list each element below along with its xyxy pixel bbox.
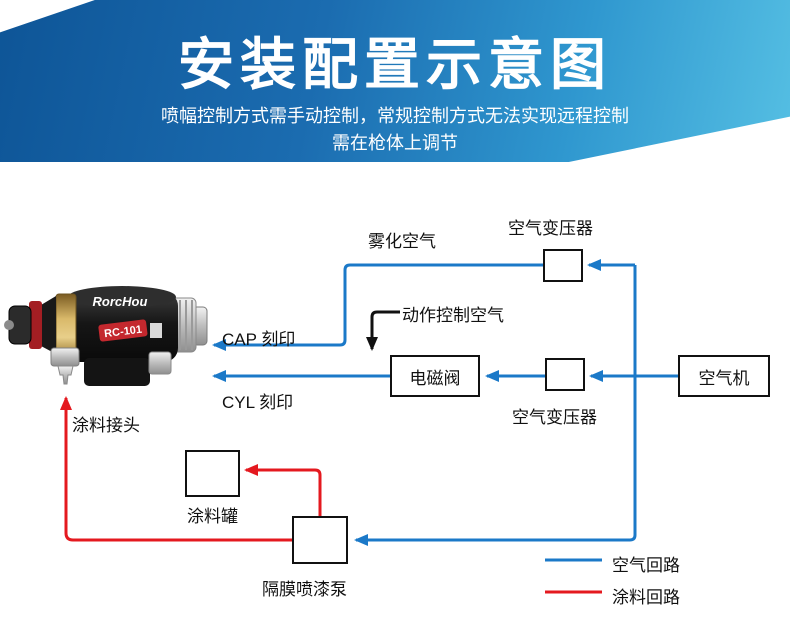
solenoid-valve-box: 电磁阀 [390, 355, 480, 397]
air-transformer-bottom-box [545, 358, 585, 391]
legend-paint-label: 涂料回路 [612, 588, 680, 607]
action-control-air-label: 动作控制空气 [402, 306, 504, 325]
gun-bottom-manifold [84, 358, 150, 386]
subtitle-line-1: 喷幅控制方式需手动控制，常规控制方式无法实现远程控制 [161, 106, 629, 126]
header-banner [0, 0, 790, 162]
spray-gun-illustration: RorcHou RC-101 [4, 286, 208, 386]
air-transformer-top-box [543, 249, 583, 282]
gun-right-fitting [148, 351, 172, 375]
atomizing-air-label: 雾化空气 [368, 232, 436, 251]
paint-line-pump-to-tank [244, 464, 322, 516]
paint-circuit-lines [60, 396, 602, 594]
air-transformer-bottom-label: 空气变压器 [512, 408, 597, 427]
gun-red-ring [29, 301, 42, 349]
gun-fluid-tip [4, 320, 14, 330]
gun-paint-connector-barb [57, 365, 74, 385]
gun-front-cone [41, 296, 56, 354]
paint-tank-label: 涂料罐 [187, 507, 238, 526]
gun-paint-connector-nut [50, 347, 80, 367]
solenoid-valve-label: 电磁阀 [409, 368, 461, 388]
air-compressor-box: 空气机 [678, 355, 770, 397]
gun-brand-text: RorcHou [93, 294, 148, 309]
air-line-main-vertical-to-pump [354, 265, 637, 546]
air-transformer-top-label: 空气变压器 [508, 219, 593, 238]
page-title: 安装配置示意图 [178, 35, 612, 97]
paint-connector-label: 涂料接头 [72, 416, 140, 435]
diaphragm-pump-label: 隔膜喷漆泵 [262, 580, 347, 599]
air-circuit-lines [212, 259, 678, 562]
control-air-arrow [366, 310, 400, 351]
air-compressor-label: 空气机 [698, 368, 750, 388]
cap-mark-label: CAP 刻印 [222, 330, 296, 349]
paint-tank-box [185, 450, 240, 497]
gun-gold-band [55, 293, 77, 357]
gun-model-text: RC-101 [104, 324, 143, 341]
cyl-mark-label: CYL 刻印 [222, 393, 294, 412]
paint-line-pump-to-gun [60, 396, 292, 542]
diaphragm-pump-box [292, 516, 348, 564]
subtitle-line-2: 需在枪体上调节 [332, 133, 458, 153]
gun-sticker [150, 323, 162, 338]
legend-air-label: 空气回路 [612, 556, 680, 575]
gun-model-badge [98, 319, 148, 342]
air-line-atomizing-to-gun-cap [212, 263, 543, 351]
